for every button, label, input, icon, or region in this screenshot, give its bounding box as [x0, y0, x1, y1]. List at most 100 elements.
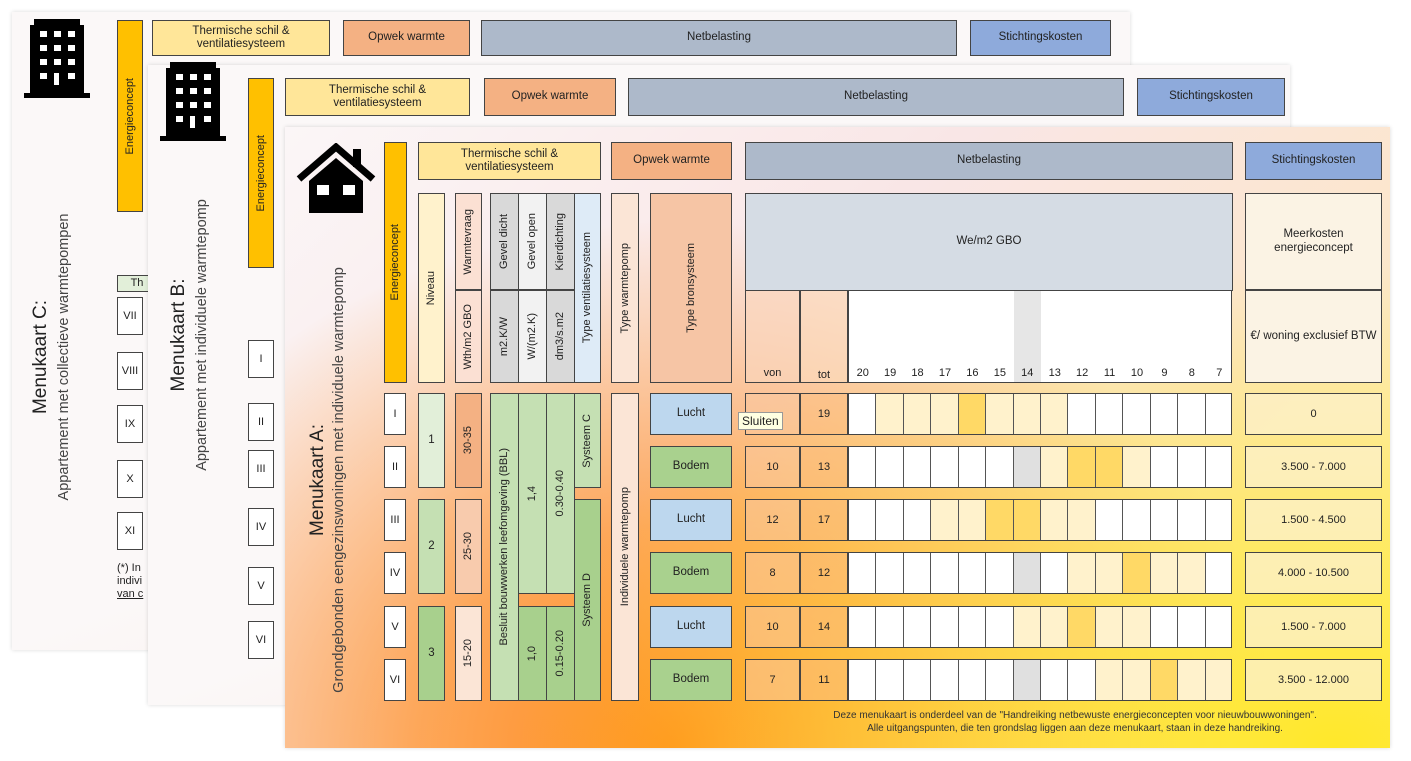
kosten-value-label: 1.500 - 7.000 — [1281, 620, 1346, 633]
roman-V-label: V — [391, 620, 399, 633]
load-cell — [876, 660, 904, 700]
niveau-3-label: 3 — [428, 646, 435, 659]
load-cell — [958, 553, 987, 593]
load-cell — [903, 500, 932, 540]
load-cell — [1095, 553, 1124, 593]
menukaart-a-card[interactable]: Menukaart A:Grondgebonden eengezinswonin… — [285, 127, 1390, 748]
kierdichting-unit: dm3/s.m2 — [546, 290, 575, 383]
header-1: Opwek warmte — [484, 78, 616, 116]
netbelasting-header-label: Netbelasting — [957, 154, 1021, 167]
header-3: Stichtingskosten — [1137, 78, 1285, 116]
bronsysteem-header-label: Type bronsysteem — [684, 243, 697, 333]
bron-lucht: Lucht — [650, 393, 732, 435]
niveau-1-label: 1 — [428, 433, 435, 446]
header-1-label: Opwek warmte — [511, 90, 589, 103]
load-cell — [1041, 660, 1069, 700]
von-value: 8 — [745, 552, 800, 594]
opwek-header-label: Opwek warmte — [633, 154, 710, 167]
we-header-label: We/m2 GBO — [956, 235, 1022, 248]
footer-note: Deze menukaart is onderdeel van de "Hand… — [765, 710, 1385, 735]
partial-header-label: Th — [130, 277, 144, 290]
systeem-c-label: Systeem C — [581, 413, 594, 468]
load-cell — [1150, 394, 1179, 434]
load-cell — [1013, 553, 1041, 593]
roman-IV: IV — [384, 552, 406, 594]
load-cell — [849, 394, 877, 434]
header-3-label: Stichtingskosten — [998, 31, 1083, 44]
header-3-label: Stichtingskosten — [1169, 90, 1253, 103]
warmtevraag-value-label: 25-30 — [462, 532, 475, 561]
von-header: von — [745, 290, 800, 383]
apartment-building-icon — [22, 15, 92, 104]
warmtevraag-unit-label: Wth/m2 GBO — [462, 303, 475, 370]
roman-VII-label: VII — [123, 309, 137, 322]
warmtepomp-value: Individuele warmtepomp — [611, 393, 639, 701]
load-cell — [1205, 660, 1231, 700]
load-cell — [849, 553, 877, 593]
load-cell — [986, 394, 1014, 434]
warmtevraag-unit: Wth/m2 GBO — [455, 290, 482, 383]
load-cell — [1068, 553, 1096, 593]
warmtevraag-value-label: 15-20 — [462, 639, 475, 668]
roman-I-label: I — [259, 352, 263, 365]
header-2-label: Netbelasting — [687, 31, 751, 44]
von-value: 7 — [745, 659, 800, 701]
tot-value-label: 11 — [818, 673, 830, 686]
card-c-title: Menukaart C: — [30, 299, 51, 415]
roman-II: II — [248, 403, 274, 441]
load-cell — [1013, 607, 1041, 647]
load-cell — [1095, 500, 1124, 540]
stichtingskosten-header: Stichtingskosten — [1245, 142, 1382, 180]
kier-value-label: 0.30-0.40 — [554, 470, 567, 517]
load-cell — [986, 447, 1014, 487]
roman-VI-label: VI — [389, 673, 401, 686]
gevel-open-header: Gevel open — [518, 193, 547, 290]
niveau-2-label: 2 — [428, 539, 435, 552]
roman-XI: XI — [117, 512, 143, 550]
kosten-value: 4.000 - 10.500 — [1245, 552, 1382, 594]
ventilatie-header: Type ventilatiesysteem — [574, 193, 601, 383]
header-1-label: Opwek warmte — [368, 31, 445, 44]
scale-tick: 13 — [1048, 367, 1061, 380]
load-cell — [849, 660, 877, 700]
kosten-value-label: 0 — [1310, 407, 1317, 420]
load-cell — [1068, 447, 1096, 487]
roman-IV: IV — [248, 508, 274, 546]
load-cell — [1150, 447, 1179, 487]
meerkosten-header: Meerkosten energieconcept — [1245, 193, 1382, 290]
load-cell — [931, 553, 959, 593]
kosten-unit-header: €/ woning exclusief BTW — [1245, 290, 1382, 383]
energieconcept-bar-label: Energieconcept — [254, 134, 267, 212]
gevel-open-header-label: Gevel open — [526, 213, 539, 270]
footnote-line: van c — [117, 588, 144, 600]
bronsysteem-header: Type bronsysteem — [650, 193, 732, 383]
roman-VIII: VIII — [117, 352, 143, 390]
load-cell — [1041, 394, 1069, 434]
tot-header: tot — [800, 290, 848, 383]
roman-VIII-label: VIII — [121, 364, 139, 377]
load-cell — [1041, 607, 1069, 647]
load-cell — [1178, 607, 1206, 647]
load-cell — [1013, 447, 1041, 487]
load-cell — [1178, 447, 1206, 487]
header-3: Stichtingskosten — [970, 20, 1111, 56]
load-cell — [1150, 553, 1179, 593]
roman-III-label: III — [256, 462, 266, 475]
bron-lucht: Lucht — [650, 606, 732, 648]
load-cell — [1150, 607, 1179, 647]
gevel-dicht-header-label: Gevel dicht — [498, 213, 511, 270]
header-2-label: Netbelasting — [844, 90, 908, 103]
roman-IV-label: IV — [255, 520, 267, 533]
systeem-c: Systeem C — [574, 393, 601, 488]
load-cell — [1013, 394, 1041, 434]
load-cell — [986, 500, 1014, 540]
netbelasting-header: Netbelasting — [745, 142, 1233, 180]
footnote-line: indivi — [117, 575, 143, 587]
roman-II-label: II — [257, 415, 265, 428]
bron-lucht-label: Lucht — [676, 620, 706, 633]
kosten-value-label: 4.000 - 10.500 — [1278, 566, 1349, 579]
load-cell — [1013, 660, 1041, 700]
header-0-label: Thermische schil & ventilatiesysteem — [328, 83, 427, 109]
roman-IX: IX — [117, 405, 143, 443]
von-value: 10 — [745, 606, 800, 648]
